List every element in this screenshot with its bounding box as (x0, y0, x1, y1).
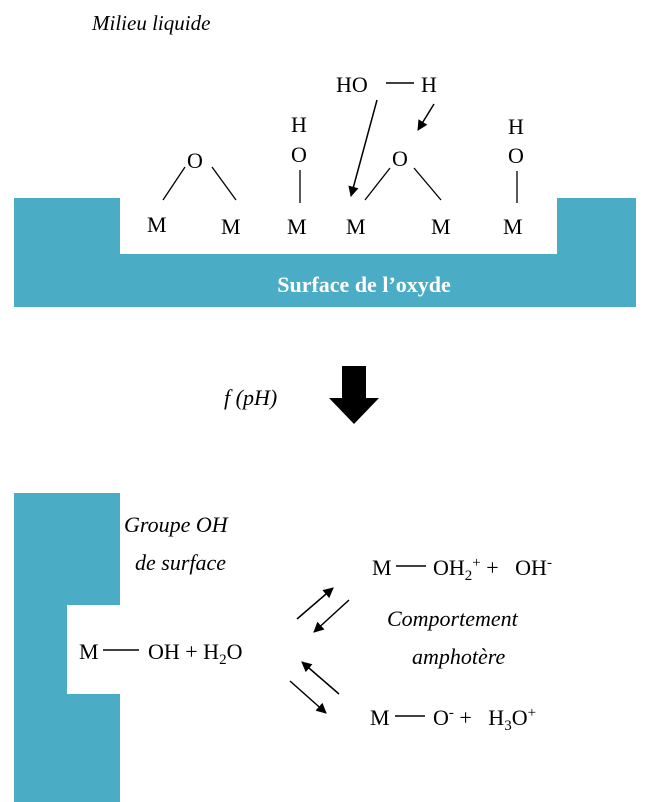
upper-equation: M (372, 555, 392, 580)
upper-eq-charge: + (472, 555, 480, 571)
lower-equation-rest: O- + H3O+ (433, 705, 536, 734)
water-h: H (421, 72, 437, 97)
lower-equation: M (370, 705, 390, 730)
hydrogen-2: H (508, 114, 524, 139)
left-eq-oh: OH + H (148, 639, 219, 664)
oxygen-bridge-1: O (187, 148, 203, 173)
ph-function-label: f (pH) (224, 385, 277, 410)
behavior-label-2: amphotère (412, 644, 506, 669)
metal-atom-2: M (221, 214, 241, 239)
left-equation-rest: OH + H2O (148, 639, 242, 668)
surface-group-label-2: de surface (135, 550, 226, 575)
arrow-h-to-oxygen (417, 103, 435, 131)
lower-eq-sub3: 3 (504, 718, 512, 734)
surface-group-label-1: Groupe OH (124, 512, 229, 537)
metal-atom-6: M (503, 214, 523, 239)
upper-eq-minus: - (547, 555, 552, 571)
water-ho: HO (336, 72, 368, 97)
metal-atom-4: M (346, 214, 366, 239)
oxide-surface-block (14, 198, 636, 307)
arrow-eq-up-reverse (313, 599, 350, 633)
left-eq-o: O (227, 639, 243, 664)
upper-eq-sub2: 2 (465, 568, 473, 584)
oxide-surface-side (14, 493, 120, 802)
hydrogen-1: H (291, 112, 307, 137)
bond-o2-m5 (413, 167, 442, 201)
oxygen-bridge-2: O (392, 146, 408, 171)
oxygen-hydroxyl-1: O (291, 142, 307, 167)
lower-eq-o2: O (512, 705, 528, 730)
arrow-eq-up-forward (296, 587, 334, 620)
bond-o1-m2 (211, 166, 237, 201)
lower-eq-h: + H (454, 705, 504, 730)
lower-eq-charge: + (528, 705, 536, 721)
metal-atom-5: M (431, 214, 451, 239)
upper-equation-rest: OH2+ + OH- (433, 555, 552, 584)
oxygen-hydroxyl-2: O (508, 143, 524, 168)
bond-o1-m1 (162, 166, 186, 201)
bond-o2-m4 (364, 167, 391, 201)
upper-eq-hydroxide: + OH (481, 555, 547, 580)
arrow-oh-to-metal (348, 99, 378, 198)
left-eq-m: M (79, 639, 99, 664)
upper-eq-oh: OH (433, 555, 465, 580)
arrow-eq-down-reverse (301, 661, 340, 695)
lower-eq-m: M (370, 705, 390, 730)
down-arrow-icon (329, 366, 379, 424)
upper-eq-m: M (372, 555, 392, 580)
left-equation: M (79, 639, 99, 664)
lower-eq-o: O (433, 705, 449, 730)
behavior-label-1: Comportement (387, 606, 519, 631)
medium-label: Milieu liquide (91, 11, 210, 35)
left-eq-sub2: 2 (219, 652, 227, 668)
metal-atom-1: M (147, 212, 167, 237)
arrow-eq-down-forward (289, 680, 327, 714)
lower-eq-minus: - (449, 705, 454, 721)
metal-atom-3: M (287, 214, 307, 239)
oxide-surface-label: Surface de l’oxyde (277, 272, 451, 297)
